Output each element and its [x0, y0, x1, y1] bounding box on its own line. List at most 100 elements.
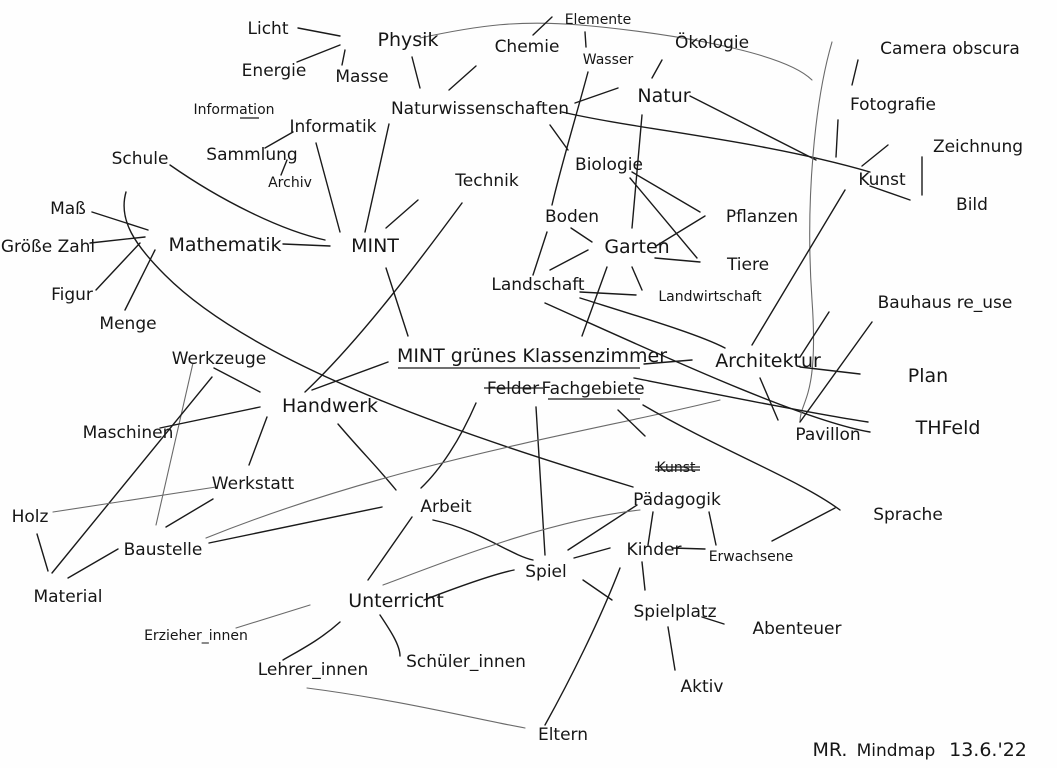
node-technik: Technik [454, 171, 519, 191]
connector-line [311, 361, 389, 391]
connector-line [544, 567, 621, 726]
node-informatik: Informatik [289, 117, 376, 137]
connector-line [213, 367, 261, 393]
connector-line [574, 87, 619, 104]
connector-line [248, 416, 268, 466]
connector-line [337, 423, 397, 491]
node-kinder: Kinder [627, 540, 682, 560]
node-thfeld: THFeld [915, 417, 981, 439]
signature-author: MR. [813, 739, 848, 761]
node-plan: Plan [908, 365, 948, 387]
node-paedagogik: Pädagogik [633, 490, 721, 510]
connector-line [643, 359, 693, 365]
connector-line [642, 404, 841, 511]
connector-line [799, 311, 830, 358]
node-schueler-innen: Schüler_innen [406, 652, 526, 672]
connector-line [631, 171, 701, 213]
connector-line [448, 65, 477, 91]
connector-line [751, 189, 846, 346]
node-spielplatz: Spielplatz [633, 602, 716, 622]
node-fotografie: Fotografie [850, 95, 936, 115]
node-schule: Schule [112, 149, 169, 169]
node-landwirtschaft: Landwirtschaft [658, 289, 762, 305]
node-labels: Licht Physik Energie Masse Chemie Elemen… [1, 12, 1023, 745]
node-eltern: Eltern [538, 725, 588, 745]
connector-line [573, 547, 611, 559]
connector-line [169, 164, 326, 241]
connector-line [532, 231, 548, 276]
connector-line [584, 31, 587, 48]
connector-line [651, 59, 663, 79]
node-spiel: Spiel [525, 562, 567, 582]
connector-line [581, 266, 608, 337]
connector-line [629, 177, 698, 259]
connector-line [364, 123, 390, 233]
node-kunst-struck: Kunst [656, 460, 696, 476]
connector-line [165, 498, 214, 528]
connector-line [579, 297, 726, 349]
node-sprache: Sprache [873, 505, 943, 525]
signature-label: Mindmap [857, 741, 936, 761]
connector-line [385, 267, 409, 337]
connector-line [91, 211, 149, 231]
connector-line [341, 49, 346, 66]
connector-line [631, 114, 643, 229]
node-physik: Physik [378, 29, 439, 51]
connector-line [304, 202, 463, 393]
node-material: Material [33, 587, 102, 607]
node-tiere: Tiere [726, 255, 769, 275]
node-natur: Natur [637, 85, 690, 107]
node-bauhaus-re-use: Bauhaus re_use [878, 293, 1013, 313]
connector-line [561, 111, 871, 173]
node-werkzeuge: Werkzeuge [172, 349, 267, 369]
node-menge: Menge [99, 314, 156, 334]
node-energie: Energie [242, 61, 307, 81]
connector-line [771, 507, 836, 542]
node-mass: Maß [50, 199, 86, 219]
node-felder-struck: Felder [487, 379, 539, 399]
connector-line [655, 215, 706, 247]
connector-line [235, 604, 311, 629]
connector-line [155, 362, 194, 526]
connector-line [570, 227, 593, 243]
node-sammlung: Sammlung [206, 145, 297, 165]
connector-line [385, 199, 419, 229]
connector-line [95, 242, 141, 291]
connector-line [633, 377, 869, 423]
connector-line [654, 257, 701, 263]
connector-line [306, 687, 526, 729]
node-oekologie: Ökologie [675, 31, 749, 53]
connector-line [432, 519, 534, 561]
connector-line [799, 366, 861, 375]
node-pavillon: Pavillon [795, 425, 860, 445]
node-licht: Licht [248, 19, 289, 39]
node-pflanzen: Pflanzen [726, 207, 798, 227]
node-masse: Masse [335, 67, 388, 87]
node-kunst: Kunst [858, 170, 906, 190]
connector-lines [36, 16, 923, 729]
connector-line [701, 616, 725, 625]
connector-line [296, 44, 341, 63]
connector-line [835, 119, 839, 158]
connector-line [617, 409, 646, 437]
node-erwachsene: Erwachsene [709, 549, 794, 565]
connector-line [411, 56, 421, 89]
connector-line [851, 59, 859, 86]
node-naturwissenschaften: Naturwissenschaften [391, 99, 569, 119]
signature: MR. Mindmap 13.6.'22 [813, 739, 1027, 761]
connector-line [689, 95, 817, 161]
connector-line [869, 185, 911, 201]
node-figur: Figur [51, 285, 93, 305]
node-chemie: Chemie [495, 37, 560, 57]
node-maschinen: Maschinen [83, 423, 174, 443]
node-mint: MINT [351, 235, 399, 257]
connector-line [379, 614, 401, 657]
connector-line [667, 626, 676, 671]
connector-line [582, 579, 613, 601]
connector-line [297, 27, 341, 37]
node-groesse-zahl: Größe Zahl [1, 237, 95, 257]
node-arbeit: Arbeit [420, 497, 472, 517]
connector-line [264, 131, 294, 149]
node-bild: Bild [956, 195, 988, 215]
